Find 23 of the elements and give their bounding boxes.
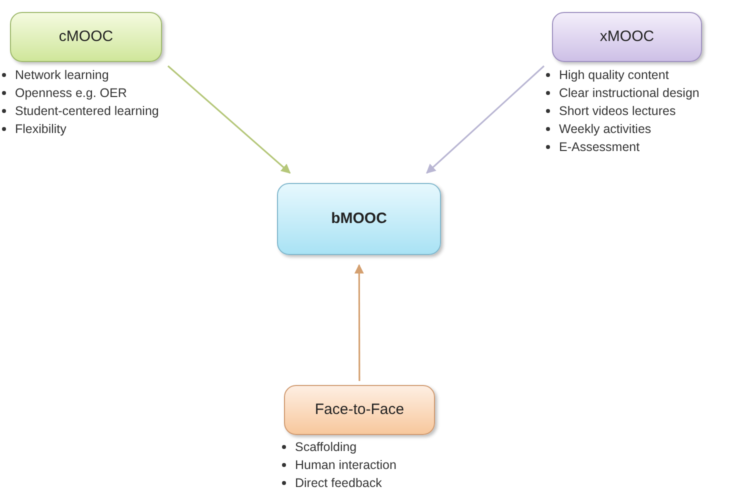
bullet-item: Openness e.g. OER bbox=[15, 85, 127, 102]
bullet-item: Scaffolding bbox=[295, 439, 357, 456]
bullet-item: Human interaction bbox=[295, 457, 396, 474]
bullet-item: Flexibility bbox=[15, 121, 66, 138]
arrow bbox=[354, 264, 364, 381]
bullet-item: Short videos lectures bbox=[559, 103, 676, 120]
bullet-item: Student-centered learning bbox=[15, 103, 159, 120]
rounded-box bbox=[284, 385, 435, 435]
arrow bbox=[167, 65, 291, 174]
bullet-item: Clear instructional design bbox=[559, 85, 700, 102]
box-label: bMOOC bbox=[331, 208, 387, 229]
bullet-item: Network learning bbox=[15, 67, 109, 84]
box-label: Face-to-Face bbox=[314, 400, 404, 420]
box-label: cMOOC bbox=[58, 26, 114, 47]
bullet-item: Weekly activities bbox=[559, 121, 652, 138]
rounded-box bbox=[277, 183, 441, 255]
bullet-item: Direct feedback bbox=[295, 475, 382, 492]
arrow bbox=[426, 65, 545, 174]
rounded-box bbox=[10, 12, 162, 62]
box-label: xMOOC bbox=[600, 26, 654, 47]
bullet-item: High quality content bbox=[559, 67, 669, 84]
bullet-item: E-Assessment bbox=[559, 139, 640, 156]
rounded-box bbox=[552, 12, 702, 62]
